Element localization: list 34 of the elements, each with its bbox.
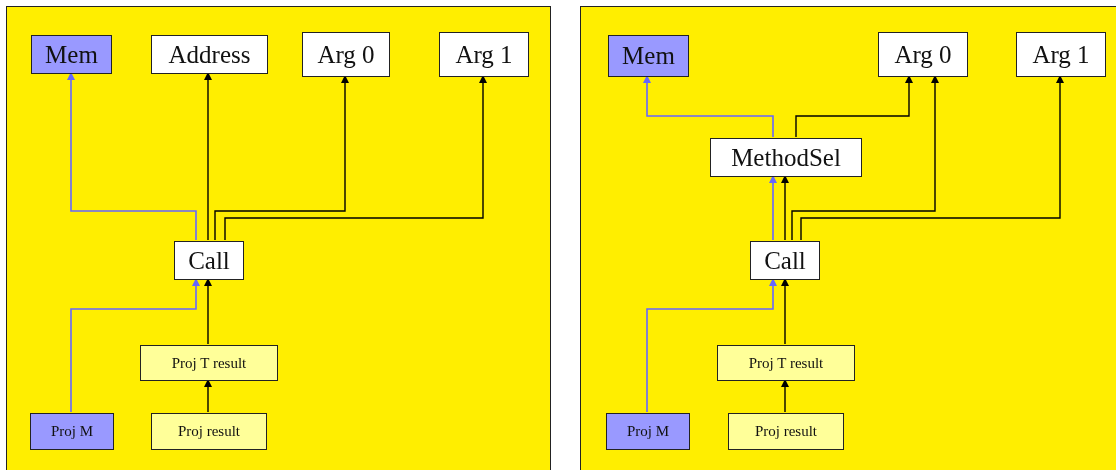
process-box: Proj M xyxy=(606,413,690,450)
process-box: Mem xyxy=(608,35,689,77)
process-box: Proj result xyxy=(728,413,844,450)
arrow xyxy=(224,75,487,241)
arrow xyxy=(643,75,774,138)
process-box: Proj result xyxy=(151,413,267,450)
arrow xyxy=(646,278,777,413)
arrow xyxy=(800,75,1064,241)
arrow xyxy=(70,278,200,413)
process-box: Call xyxy=(174,241,244,280)
arrow xyxy=(781,175,789,241)
arrow xyxy=(791,75,939,241)
process-box: Arg 0 xyxy=(302,32,390,77)
process-box: Arg 1 xyxy=(439,32,529,77)
arrow xyxy=(214,75,349,241)
arrow xyxy=(204,278,212,345)
arrow xyxy=(204,379,212,413)
arrow xyxy=(781,379,789,413)
arrow xyxy=(769,175,777,241)
process-box: MethodSel xyxy=(710,138,862,177)
arrow xyxy=(204,72,212,241)
process-box: Proj T result xyxy=(140,345,278,381)
arrow xyxy=(781,278,789,345)
process-box: Proj T result xyxy=(717,345,855,381)
arrow xyxy=(67,72,197,241)
process-box: Call xyxy=(750,241,820,280)
process-box: Arg 1 xyxy=(1016,32,1106,77)
arrow xyxy=(795,75,913,138)
diagram-panel xyxy=(580,6,1116,470)
process-box: Mem xyxy=(31,35,112,74)
process-box: Address xyxy=(151,35,268,74)
diagram-panel xyxy=(6,6,551,470)
process-box: Arg 0 xyxy=(878,32,968,77)
process-box: Proj M xyxy=(30,413,114,450)
